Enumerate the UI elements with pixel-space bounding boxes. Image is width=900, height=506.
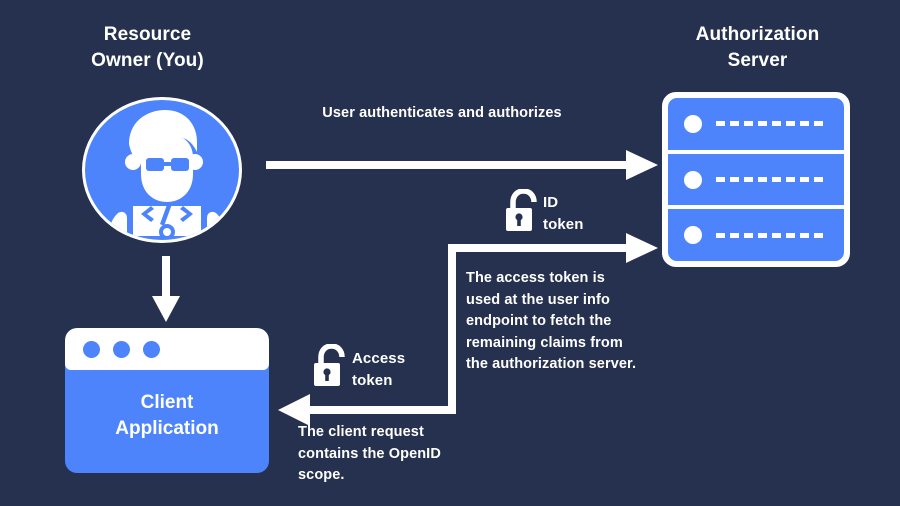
access-token-note: The access token is used at the user inf… [466, 270, 637, 372]
authorization-server-box[interactable] [662, 92, 850, 267]
rack-status-dot [684, 114, 702, 133]
server-rack-unit [668, 209, 844, 262]
resource-owner-avatar [82, 97, 248, 249]
access-token-label: Access token [352, 348, 452, 392]
resource-owner-title-line2: Owner (You) [91, 50, 204, 71]
server-rack-unit [668, 153, 844, 206]
id-token-label-line2: token [543, 216, 584, 233]
client-application-box[interactable]: Client Application [65, 328, 269, 473]
rack-dashed-line [716, 232, 824, 238]
id-token-label-line1: ID [543, 194, 559, 211]
rack-dashed-line [716, 121, 824, 127]
client-application-label-line2: Application [115, 418, 219, 439]
id-token-label: ID token [543, 192, 633, 236]
authorization-server-title-line1: Authorization [695, 24, 820, 45]
developer-avatar-icon [109, 110, 225, 240]
access-token-label-line1: Access [352, 350, 406, 367]
client-application-label: Client Application [65, 390, 269, 442]
id-token-open-padlock-icon [506, 189, 537, 231]
server-rack-unit [668, 98, 844, 150]
arrow-authenticate [266, 150, 658, 180]
authenticate-flow-label: User authenticates and authorizes [322, 105, 562, 121]
access-token-label-line2: token [352, 372, 393, 389]
authorization-server-title-line2: Server [727, 50, 788, 71]
avatar-circle [82, 97, 242, 243]
window-dot-2 [113, 340, 130, 358]
client-request-note: The client request contains the OpenID s… [298, 424, 441, 483]
resource-owner-title: Resource Owner (You) [35, 22, 260, 74]
arrow-owner-to-client [152, 256, 180, 322]
authorization-server-title: Authorization Server [645, 22, 870, 74]
server-rack-stack [662, 92, 850, 267]
access-token-open-padlock-icon [314, 344, 345, 386]
resource-owner-title-line1: Resource [103, 24, 192, 45]
rack-status-dot [684, 170, 702, 189]
rack-dashed-line [716, 177, 824, 182]
window-dot-1 [83, 340, 100, 358]
client-window: Client Application [65, 328, 269, 473]
client-window-titlebar [65, 328, 269, 370]
rack-status-dot [684, 226, 702, 245]
client-application-label-line1: Client [140, 392, 194, 413]
window-dot-3 [143, 340, 160, 358]
